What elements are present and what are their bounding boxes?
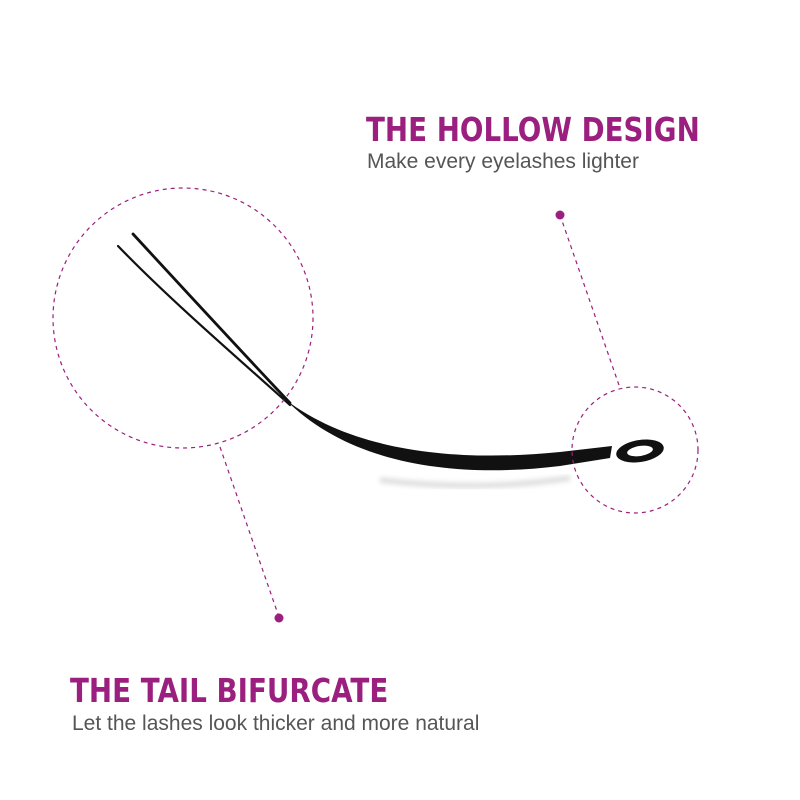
hollow-callout-dot bbox=[555, 210, 565, 220]
tail-callout-leader bbox=[219, 446, 280, 618]
hollow-callout-leader bbox=[559, 214, 621, 389]
tail-bifurcate-subtitle: Let the lashes look thicker and more nat… bbox=[72, 712, 480, 735]
lash-body bbox=[286, 400, 612, 471]
hollow-design-title: THE HOLLOW DESIGN bbox=[366, 110, 700, 149]
lash-hollow-opening bbox=[627, 445, 653, 457]
lash-tail-strand-right bbox=[131, 232, 292, 405]
tail-bifurcate-title: THE TAIL BIFURCATE bbox=[70, 671, 389, 710]
tail-callout-circle bbox=[52, 187, 314, 449]
tail-callout-dot bbox=[274, 613, 284, 623]
lash-shadow bbox=[379, 475, 571, 489]
lash-tail-strand-left bbox=[116, 244, 292, 407]
hollow-design-subtitle: Make every eyelashes lighter bbox=[367, 150, 639, 173]
hollow-callout-circle bbox=[571, 386, 699, 514]
